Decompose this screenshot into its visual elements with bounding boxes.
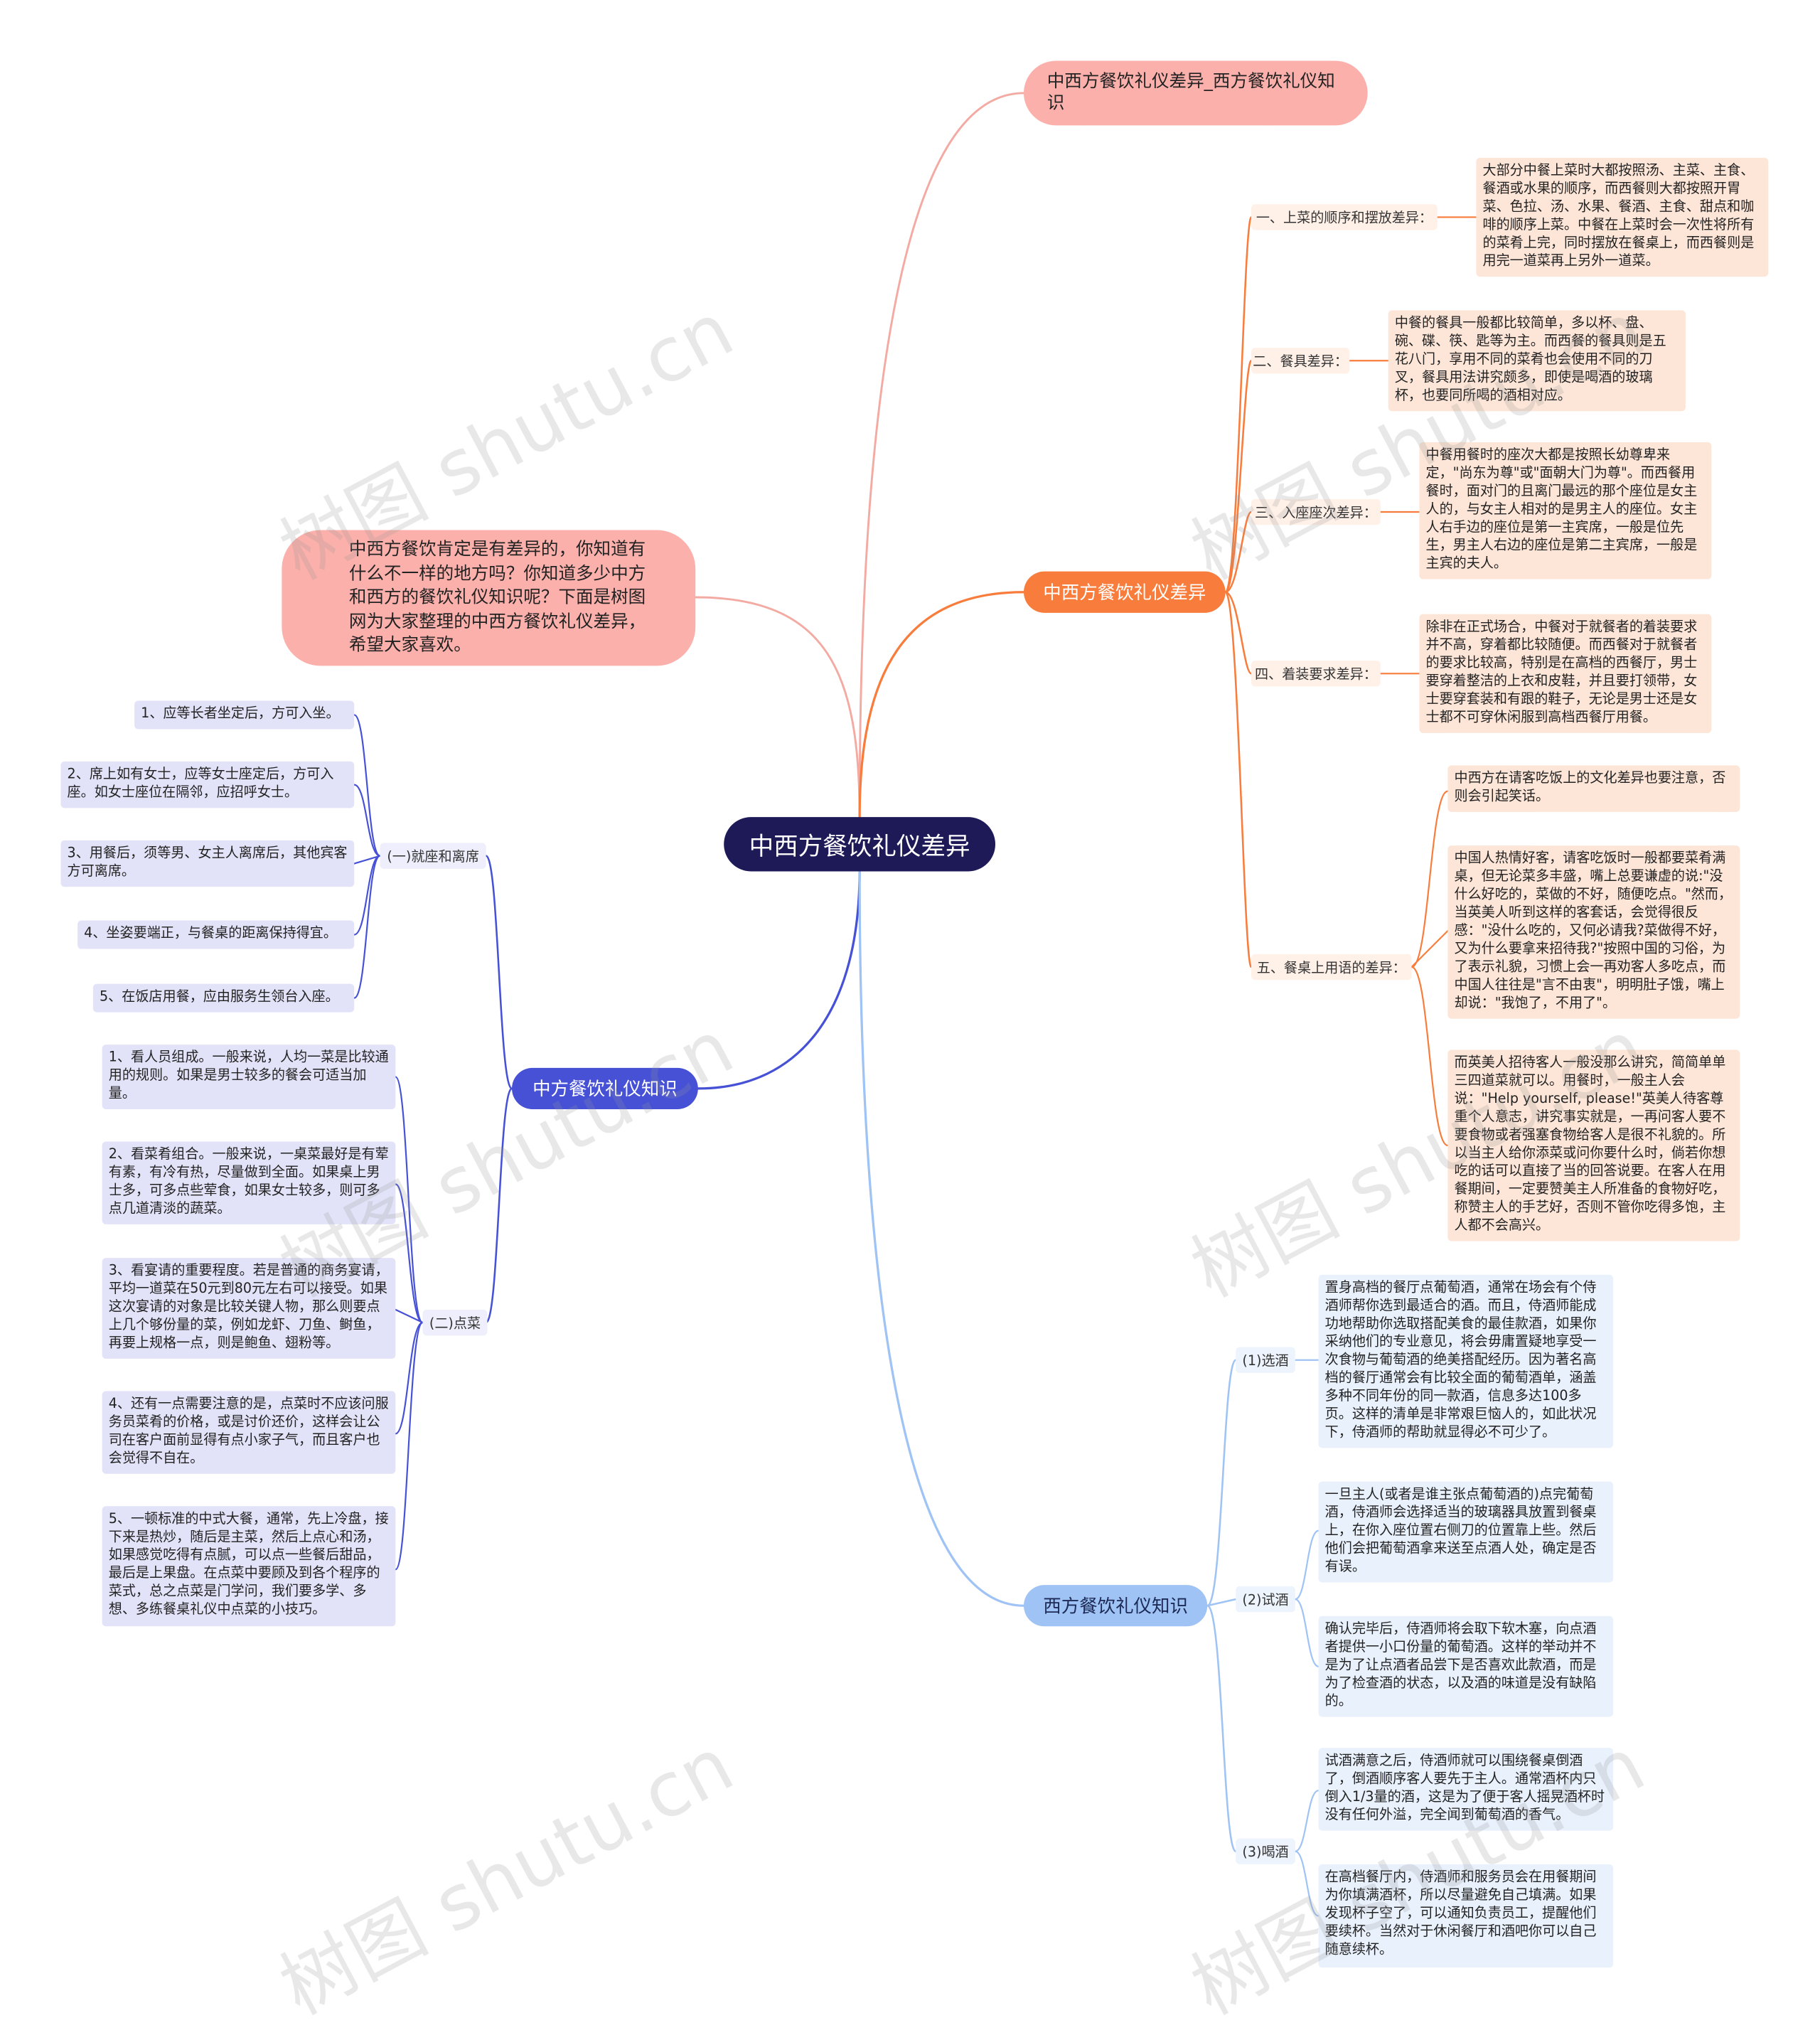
diff-label-4[interactable]: 四、着装要求差异： (1251, 661, 1381, 687)
diff-text-5b: 中国人热情好客，请客吃饭时一般都要菜肴满桌，但无论菜多丰盛，嘴上总要谦虚的说:"… (1447, 845, 1740, 1019)
seating-item-1: 1、应等长者坐定后，方可入坐。 (134, 700, 355, 730)
seating-item-3: 3、用餐后，须等男、女主人离席后，其他宾客方可离席。 (60, 840, 355, 887)
ordering-item-4: 4、还有一点需要注意的是，点菜时不应该问服务员菜肴的价格，或是讨价还价，这样会让… (102, 1391, 396, 1474)
ordering-item-1: 1、看人员组成。一般来说，人均一菜是比较通用的规则。如果是男士较多的餐会可适当加… (102, 1045, 396, 1110)
select-item-1: 置身高档的餐厅点葡萄酒，通常在场会有个侍酒师帮你选到最适合的酒。而且，侍酒师能成… (1318, 1274, 1614, 1448)
link-title (858, 92, 1025, 818)
seating-item-4: 4、坐姿要端正，与餐桌的距离保持得宜。 (77, 920, 355, 949)
title-node[interactable]: 中西方餐饮礼仪差异_西方餐饮礼仪知识 (1024, 60, 1368, 126)
ordering-item-5: 5、一顿标准的中式大餐，通常，先上冷盘，接下来是热炒，随后是主菜，然后上点心和汤… (102, 1506, 396, 1627)
intro-node-text: 中西方餐饮肯定是有差异的，你知道有什么不一样的地方吗？你知道多少中方和西方的餐饮… (348, 539, 646, 656)
diff-text-2: 中餐的餐具一般都比较简单，多以杯、盘、碗、碟、筷、匙等为主。而西餐的餐具则是五花… (1388, 310, 1686, 412)
diff-label-1[interactable]: 一、上菜的顺序和摆放差异： (1251, 204, 1438, 230)
western-group-drink[interactable]: (3)喝酒 (1236, 1838, 1295, 1864)
diff-text-3: 中餐用餐时的座次大都是按照长幼尊卑来定，"尚东为尊"或"面朝大门为尊"。而西餐用… (1419, 442, 1712, 579)
title-node-text: 中西方餐饮礼仪差异_西方餐饮礼仪知识 (1046, 71, 1335, 114)
seating-item-5: 5、在饭店用餐，应由服务生领台入座。 (92, 983, 355, 1013)
western-group-taste[interactable]: (2)试酒 (1236, 1586, 1295, 1613)
drink-item-2: 在高档餐厅内，侍酒师和服务员会在用餐期间为你填满酒杯，所以尽量避免自己填满。如果… (1318, 1864, 1614, 1968)
diff-text-4: 除非在正式场合，中餐对于就餐者的着装要求并不高，穿着都比较随便。而西餐对于就餐者… (1419, 614, 1712, 733)
chinese-group-ordering[interactable]: (二)点菜 (422, 1309, 488, 1336)
drink-item-1: 试酒满意之后，侍酒师就可以围绕餐桌倒酒了，倒酒顺序客人要先于主人。通常酒杯内只倒… (1318, 1748, 1614, 1831)
link-diff (858, 591, 1025, 818)
diff-label-2[interactable]: 二、餐具差异： (1251, 348, 1350, 374)
seating-item-2: 2、席上如有女士，应等女士座定后，方可入座。如女士座位在隔邻，应招呼女士。 (60, 761, 355, 808)
diff-text-5c: 而英美人招待客人一般没那么讲究，简简单单三四道菜就可以。用餐时，一般主人会说："… (1447, 1049, 1740, 1241)
diff-text-1: 大部分中餐上菜时大都按照汤、主菜、主食、餐酒或水果的顺序，而西餐则大都按照开胃菜… (1476, 157, 1769, 277)
link-western (858, 870, 1025, 1607)
taste-item-1: 一旦主人(或者是谁主张点葡萄酒的)点完葡萄酒，侍酒师会选择适当的玻璃器具放置到餐… (1318, 1481, 1614, 1583)
diff-text-5a: 中西方在请客吃饭上的文化差异也要注意，否则会引起笑话。 (1447, 765, 1740, 812)
root-node[interactable]: 中西方餐饮礼仪差异 (724, 817, 996, 872)
ordering-item-2: 2、看菜肴组合。一般来说，一桌菜最好是有荤有素，有冷有热，尽量做到全面。如果桌上… (102, 1141, 396, 1224)
branch-western[interactable]: 西方餐饮礼仪知识 (1024, 1585, 1208, 1627)
branch-chinese[interactable]: 中方餐饮礼仪知识 (512, 1067, 698, 1110)
chinese-group-seating[interactable]: (一)就座和离席 (380, 843, 486, 869)
intro-node[interactable]: 中西方餐饮肯定是有差异的，你知道有什么不一样的地方吗？你知道多少中方和西方的餐饮… (282, 530, 696, 666)
western-group-select[interactable]: (1)选酒 (1236, 1347, 1295, 1373)
branch-diff[interactable]: 中西方餐饮礼仪差异 (1024, 571, 1226, 613)
ordering-item-3: 3、看宴请的重要程度。若是普通的商务宴请，平均一道菜在50元到80元左右可以接受… (102, 1258, 396, 1359)
diff-label-3[interactable]: 三、入座座次差异： (1251, 498, 1381, 525)
link-chinese (697, 870, 861, 1090)
link-intro (694, 596, 861, 818)
taste-item-2: 确认完毕后，侍酒师将会取下软木塞，向点酒者提供一小口份量的葡萄酒。这样的举动并不… (1318, 1615, 1614, 1717)
diff-label-5[interactable]: 五、餐桌上用语的差异： (1251, 954, 1412, 981)
